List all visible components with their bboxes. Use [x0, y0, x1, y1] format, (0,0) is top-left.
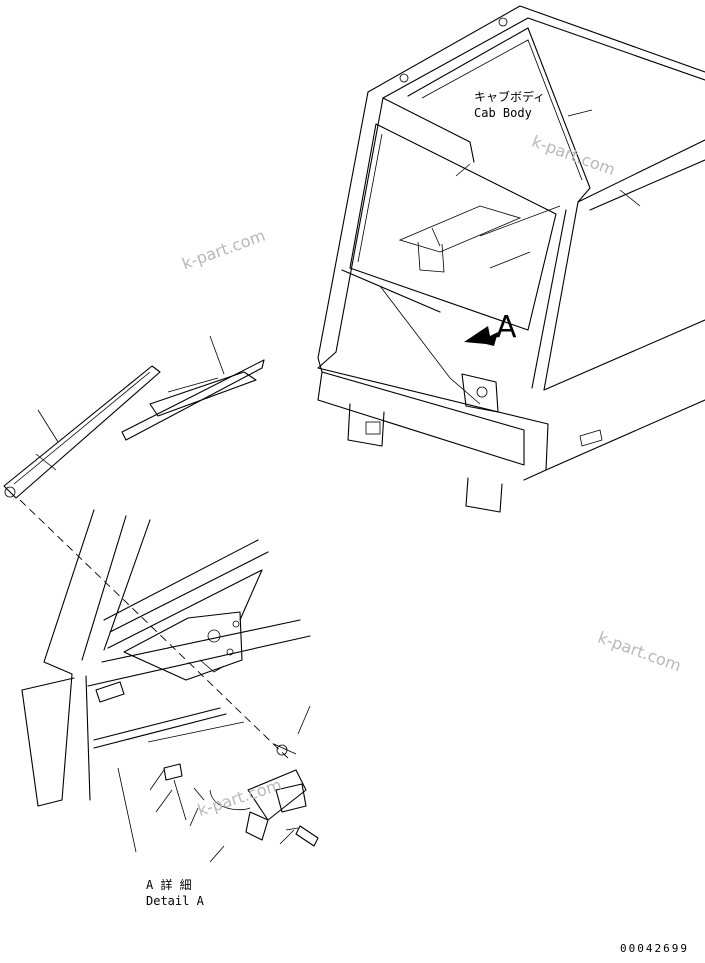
cab-body-label-en: Cab Body	[474, 106, 532, 120]
wiper-arm	[3, 365, 161, 499]
detail-a	[21, 509, 319, 863]
detail-label-en: Detail A	[146, 894, 204, 908]
wiper-blade	[121, 335, 265, 441]
cab-body-label-jp: キャブボディ	[474, 90, 546, 104]
view-marker-a: A	[496, 310, 517, 345]
cab-body	[317, 5, 705, 513]
part-number: 00042699	[620, 942, 689, 955]
detail-label-jp: A 詳 細	[146, 878, 192, 892]
